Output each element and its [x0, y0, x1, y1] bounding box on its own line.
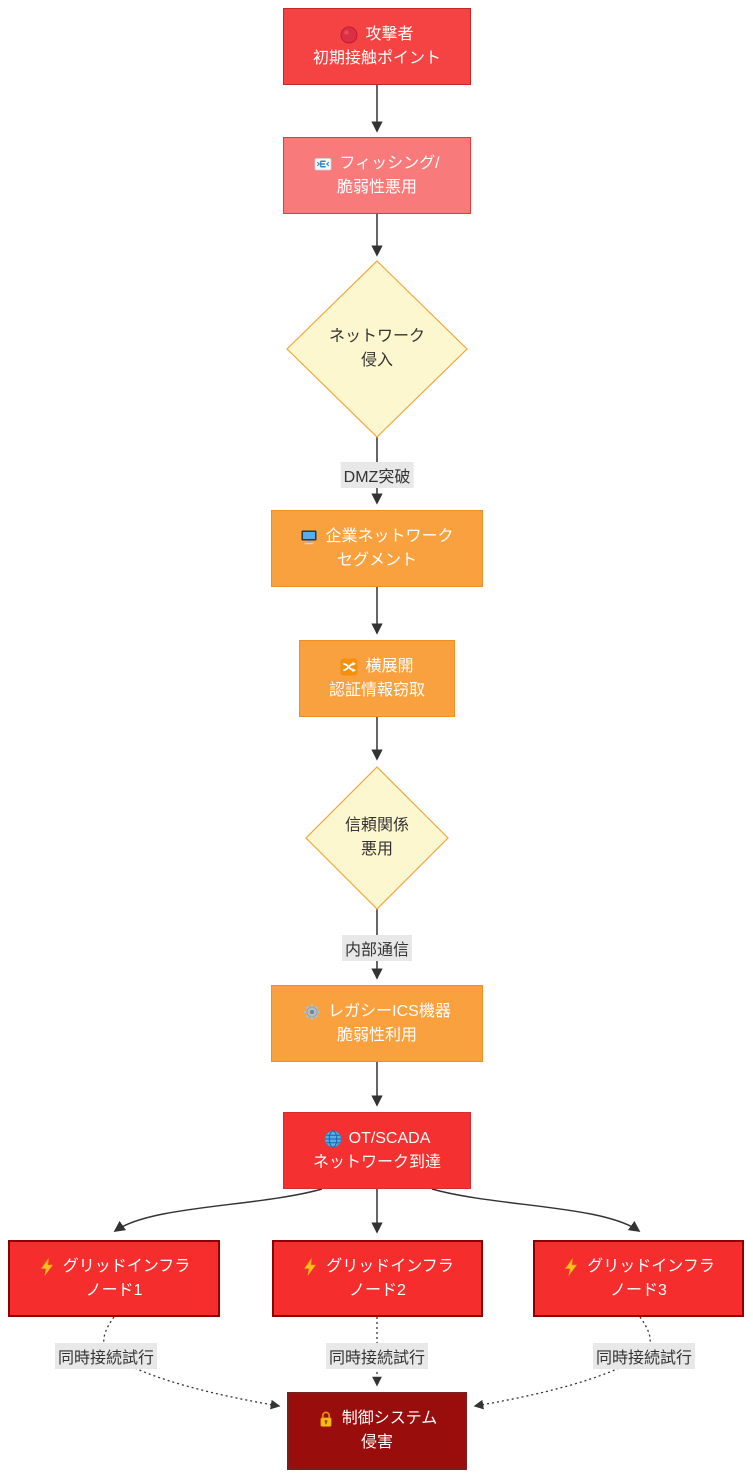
edge-label-dmz-breach: DMZ突破: [340, 462, 414, 488]
node-label: 企業ネットワーク: [325, 527, 454, 545]
lightning-icon: [38, 1257, 56, 1276]
node-legacy-ics: レガシーICS機器 脆弱性利用: [271, 985, 483, 1062]
node-label: 脆弱性悪用: [336, 178, 417, 196]
node-label: 攻撃者: [365, 25, 414, 43]
node-grid-infra-1: グリッドインフラ ノード1: [8, 1240, 220, 1317]
node-label: ノード1: [85, 1281, 143, 1299]
node-label: グリッドインフラ: [326, 1257, 454, 1275]
shuffle-icon: [340, 658, 358, 676]
node-label: フィッシング/: [339, 154, 440, 172]
node-label: ネットワーク到達: [312, 1153, 441, 1171]
node-label: 認証情報窃取: [328, 681, 425, 699]
edge-label-simultaneous-2: 同時接続試行: [325, 1343, 429, 1369]
red-circle-icon: [340, 26, 358, 44]
edge-label-internal-comm: 内部通信: [341, 935, 413, 961]
node-control-compromise: 制御システム 侵害: [287, 1392, 467, 1470]
node-label: 初期接触ポイント: [312, 49, 441, 67]
email-icon: [314, 155, 332, 173]
node-label: 悪用: [360, 841, 393, 858]
node-label: レガシーICS機器: [328, 1002, 451, 1020]
desktop-computer-icon: [300, 528, 318, 546]
node-label: 信頼関係: [344, 817, 409, 834]
node-label: 侵入: [360, 352, 393, 369]
node-label: ノード3: [610, 1281, 667, 1299]
node-lateral-movement: 横展開 認証情報窃取: [299, 640, 455, 717]
edge-label-simultaneous-1: 同時接続試行: [54, 1343, 158, 1369]
node-network-intrusion-label: ネットワーク 侵入: [287, 301, 467, 397]
node-phishing: フィッシング/ 脆弱性悪用: [283, 137, 471, 214]
node-label: セグメント: [336, 551, 417, 569]
node-label: 脆弱性利用: [336, 1026, 417, 1044]
node-attacker: 攻撃者 初期接触ポイント: [283, 8, 471, 85]
node-ot-scada: OT/SCADA ネットワーク到達: [283, 1112, 471, 1189]
lightning-icon: [301, 1257, 319, 1276]
node-label: 横展開: [365, 657, 414, 675]
edge-otscada-grid1: [113, 1188, 323, 1232]
gear-icon: [303, 1003, 321, 1021]
edge-label-simultaneous-3: 同時接続試行: [592, 1343, 696, 1369]
edge-otscada-grid3: [431, 1188, 641, 1232]
node-label: ノード2: [349, 1281, 406, 1299]
node-network-intrusion-shape: [286, 260, 468, 438]
node-grid-infra-2: グリッドインフラ ノード2: [272, 1240, 483, 1317]
node-label: グリッドインフラ: [62, 1257, 191, 1275]
globe-icon: [324, 1130, 342, 1148]
node-label: グリッドインフラ: [587, 1257, 715, 1275]
node-label: OT/SCADA: [348, 1129, 431, 1147]
node-trust-abuse-shape: [305, 766, 449, 910]
node-label: 制御システム: [341, 1410, 438, 1427]
node-corporate-segment: 企業ネットワーク セグメント: [271, 510, 483, 587]
lock-icon: [317, 1410, 335, 1428]
lightning-icon: [562, 1257, 580, 1276]
node-grid-infra-3: グリッドインフラ ノード3: [533, 1240, 744, 1317]
node-trust-abuse-label: 信頼関係 悪用: [306, 790, 448, 886]
node-label: ネットワーク: [328, 328, 425, 345]
node-label: 侵害: [360, 1434, 393, 1451]
